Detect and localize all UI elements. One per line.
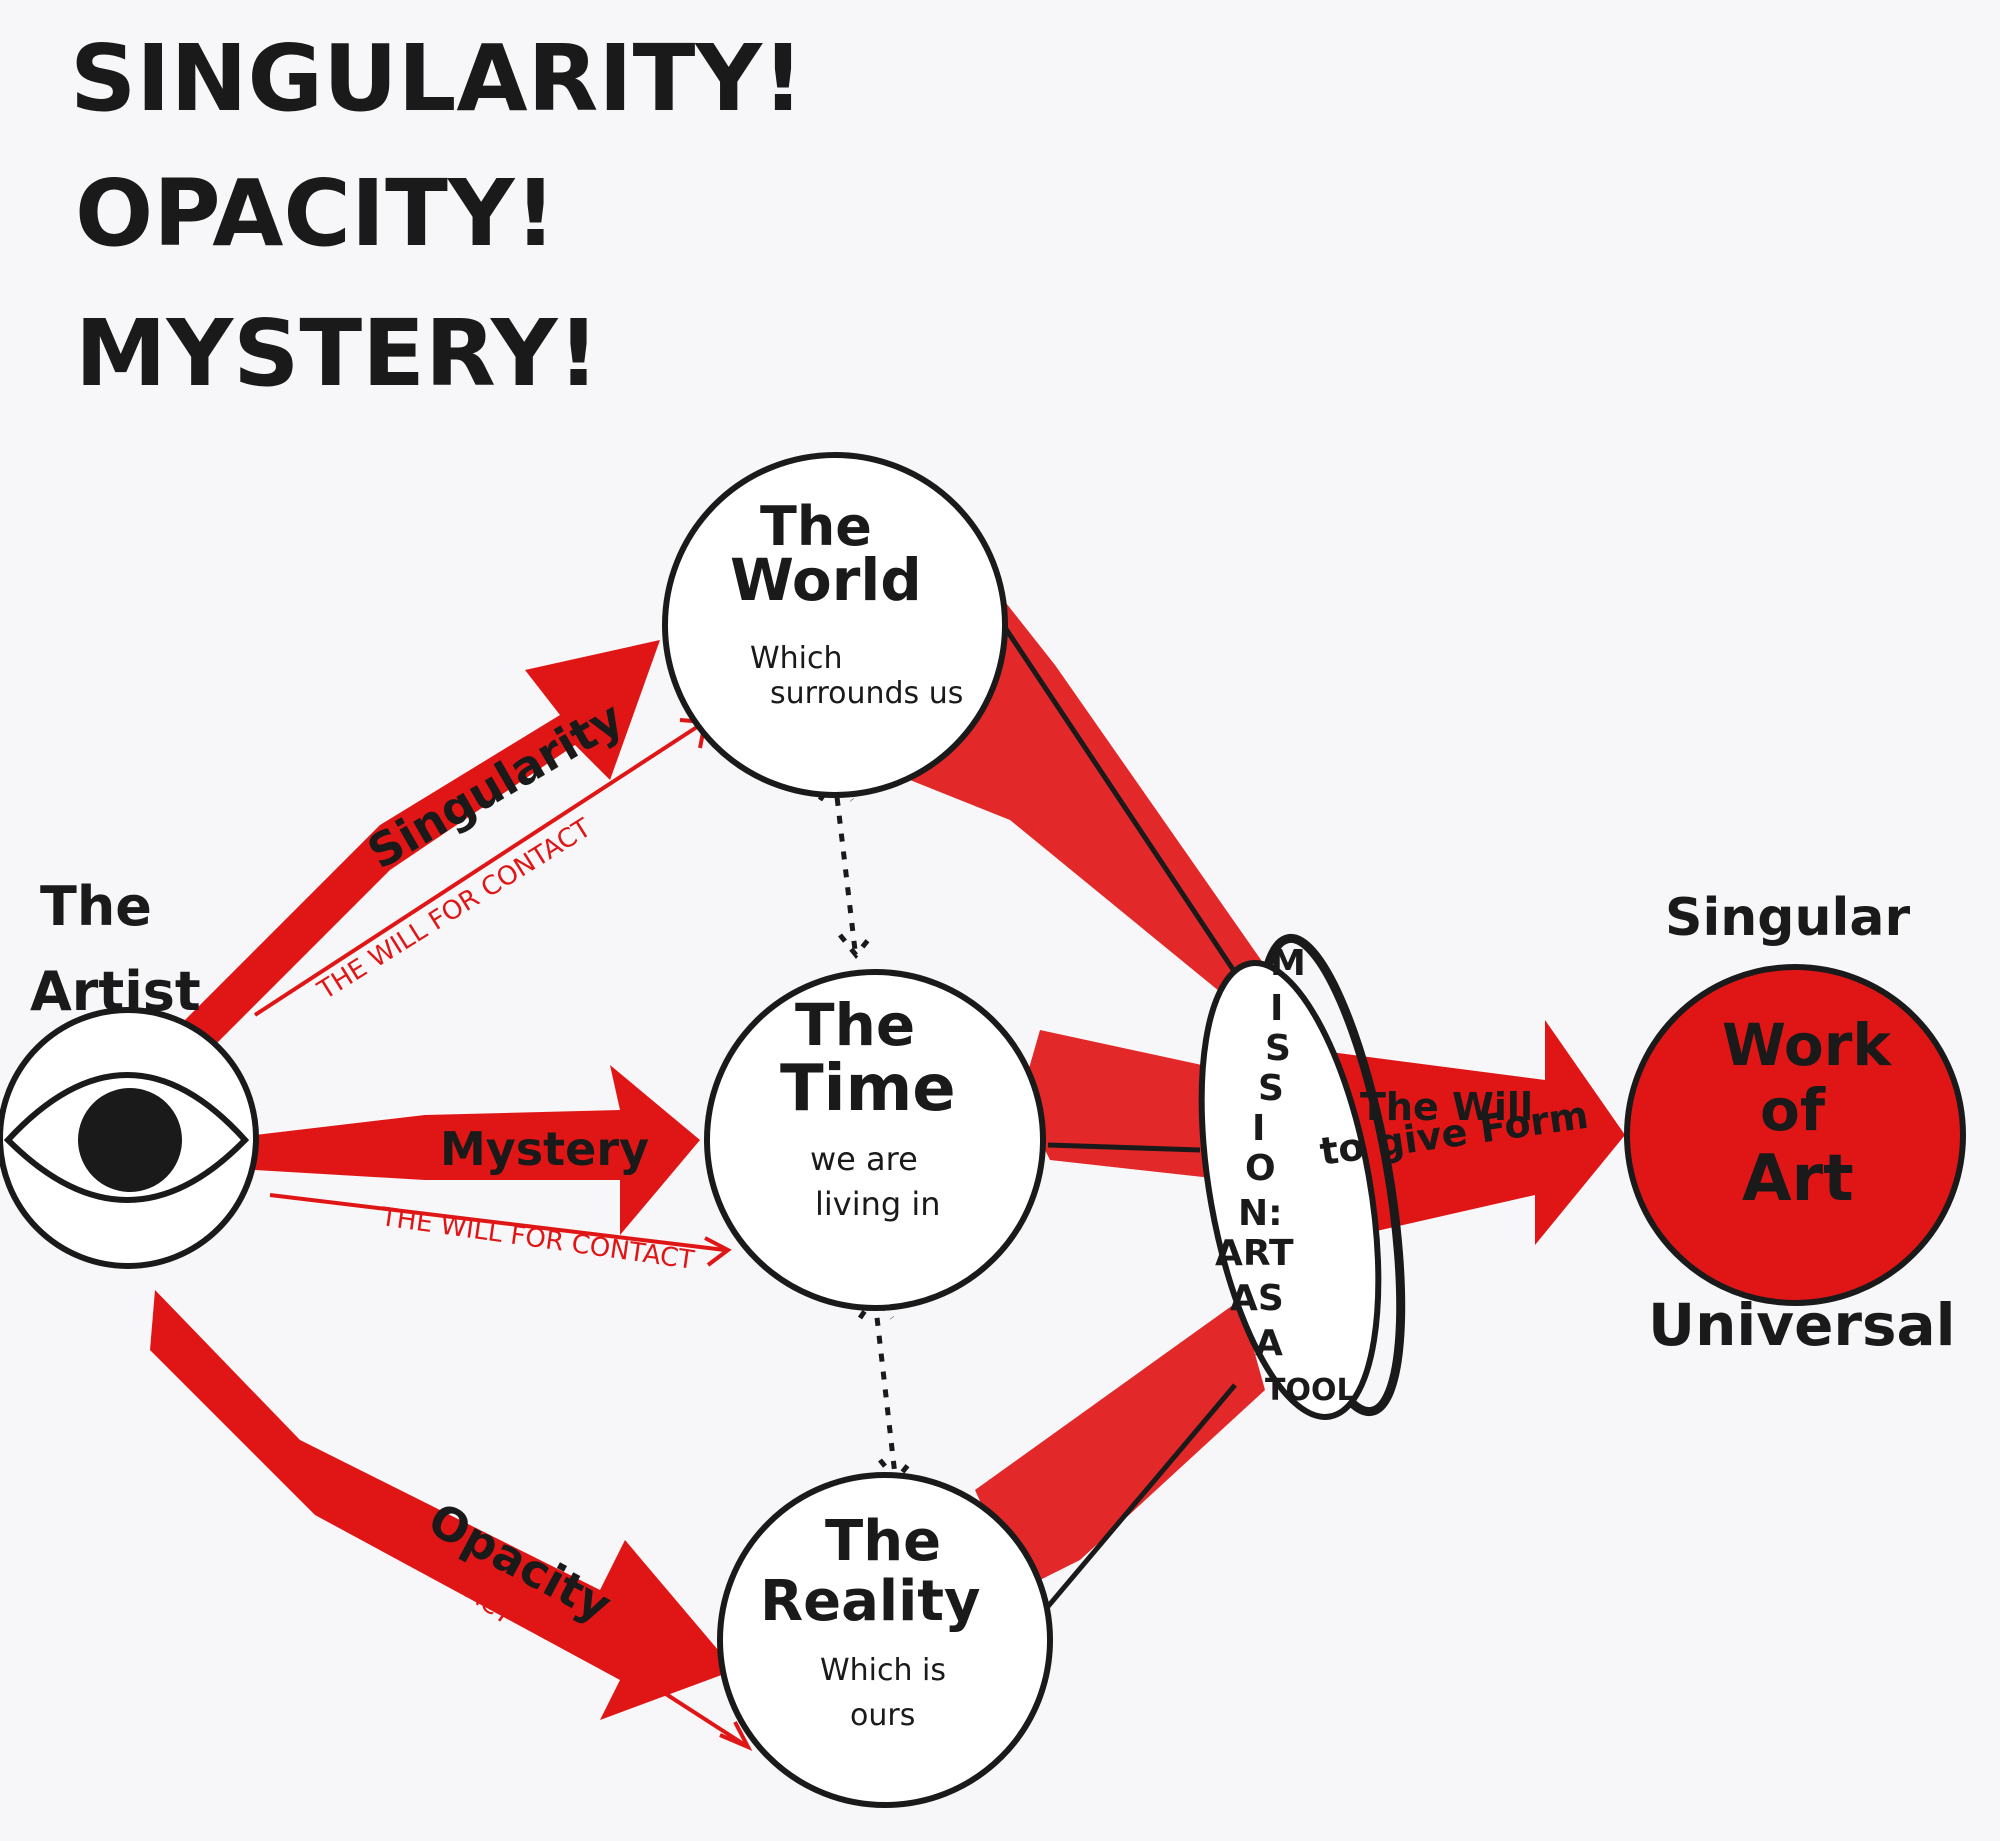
artist-label-line2: Artist bbox=[30, 960, 201, 1023]
ring-lines bbox=[997, 618, 1243, 1612]
mission-letter-s1: S bbox=[1265, 1028, 1291, 1069]
title-block: SINGULARITY! OPACITY! MYSTERY! bbox=[70, 25, 804, 407]
mission-letter-n: N: bbox=[1238, 1193, 1283, 1234]
node-time: The Time we are living in bbox=[704, 969, 1046, 1311]
mission-letter-m: M bbox=[1270, 943, 1306, 984]
mission-tool: TOOL bbox=[1265, 1373, 1356, 1408]
mission-a: A bbox=[1255, 1323, 1283, 1364]
work-line2: of bbox=[1760, 1076, 1826, 1144]
world-sub-2: surrounds us bbox=[770, 676, 963, 711]
mission-ring bbox=[1198, 933, 1406, 1420]
reality-title-2: Reality bbox=[760, 1569, 981, 1634]
title-line3: MYSTERY! bbox=[75, 300, 599, 407]
arrow-mystery bbox=[255, 1065, 700, 1235]
eye-pupil bbox=[78, 1088, 182, 1192]
label-give-form-1: The Will bbox=[1360, 1085, 1533, 1129]
arrow-singularity bbox=[185, 640, 660, 1045]
artist-eye-node bbox=[0, 1007, 259, 1269]
label-contact-top: THE WILL FOR CONTACT bbox=[312, 813, 597, 1006]
world-sub-1: Which bbox=[750, 641, 843, 676]
node-work-of-art: Work of Art bbox=[1624, 964, 1966, 1306]
mission-as: AS bbox=[1230, 1278, 1284, 1319]
time-sub-1: we are bbox=[810, 1140, 918, 1178]
arrow-opacity bbox=[150, 1290, 735, 1720]
reality-sub-2: ours bbox=[850, 1698, 915, 1733]
node-reality: The Reality Which is ours bbox=[717, 1472, 1053, 1808]
mission-letter-s2: S bbox=[1258, 1068, 1284, 1109]
contact-arrows bbox=[208, 718, 753, 1752]
eye-icon bbox=[3, 1072, 250, 1203]
work-line1: Work bbox=[1722, 1011, 1892, 1079]
label-contact-mid: THE WILL FOR CONTACT bbox=[378, 1202, 696, 1276]
work-line3: Art bbox=[1742, 1142, 1854, 1216]
mission-letter-o: O bbox=[1245, 1148, 1276, 1189]
artist-label-line1: The bbox=[40, 875, 152, 938]
world-title-1: The bbox=[760, 495, 872, 558]
mission-letter-i: I bbox=[1270, 988, 1283, 1029]
reality-title-1: The bbox=[825, 1509, 941, 1574]
mission-text: M I S S I O N: ART AS A TOOL bbox=[1215, 943, 1356, 1408]
flow-time-ring bbox=[1020, 1030, 1230, 1180]
time-title-2: Time bbox=[780, 1052, 956, 1126]
work-universal-label: Universal bbox=[1648, 1291, 1956, 1359]
label-singularity: Singularity bbox=[359, 690, 632, 879]
world-title-2: World bbox=[730, 546, 922, 614]
title-line1: SINGULARITY! bbox=[70, 25, 804, 132]
mission-art: ART bbox=[1215, 1233, 1294, 1274]
label-mystery: Mystery bbox=[440, 1122, 649, 1176]
reality-sub-1: Which is bbox=[820, 1653, 946, 1688]
title-line2: OPACITY! bbox=[75, 160, 556, 267]
mission-letter-i2: I bbox=[1252, 1108, 1265, 1149]
flow-reality-ring bbox=[975, 1300, 1265, 1590]
node-world: The World Which surrounds us bbox=[662, 452, 1008, 798]
work-singular-label: Singular bbox=[1665, 888, 1910, 948]
time-title-1: The bbox=[795, 991, 915, 1059]
time-sub-2: living in bbox=[815, 1185, 941, 1223]
